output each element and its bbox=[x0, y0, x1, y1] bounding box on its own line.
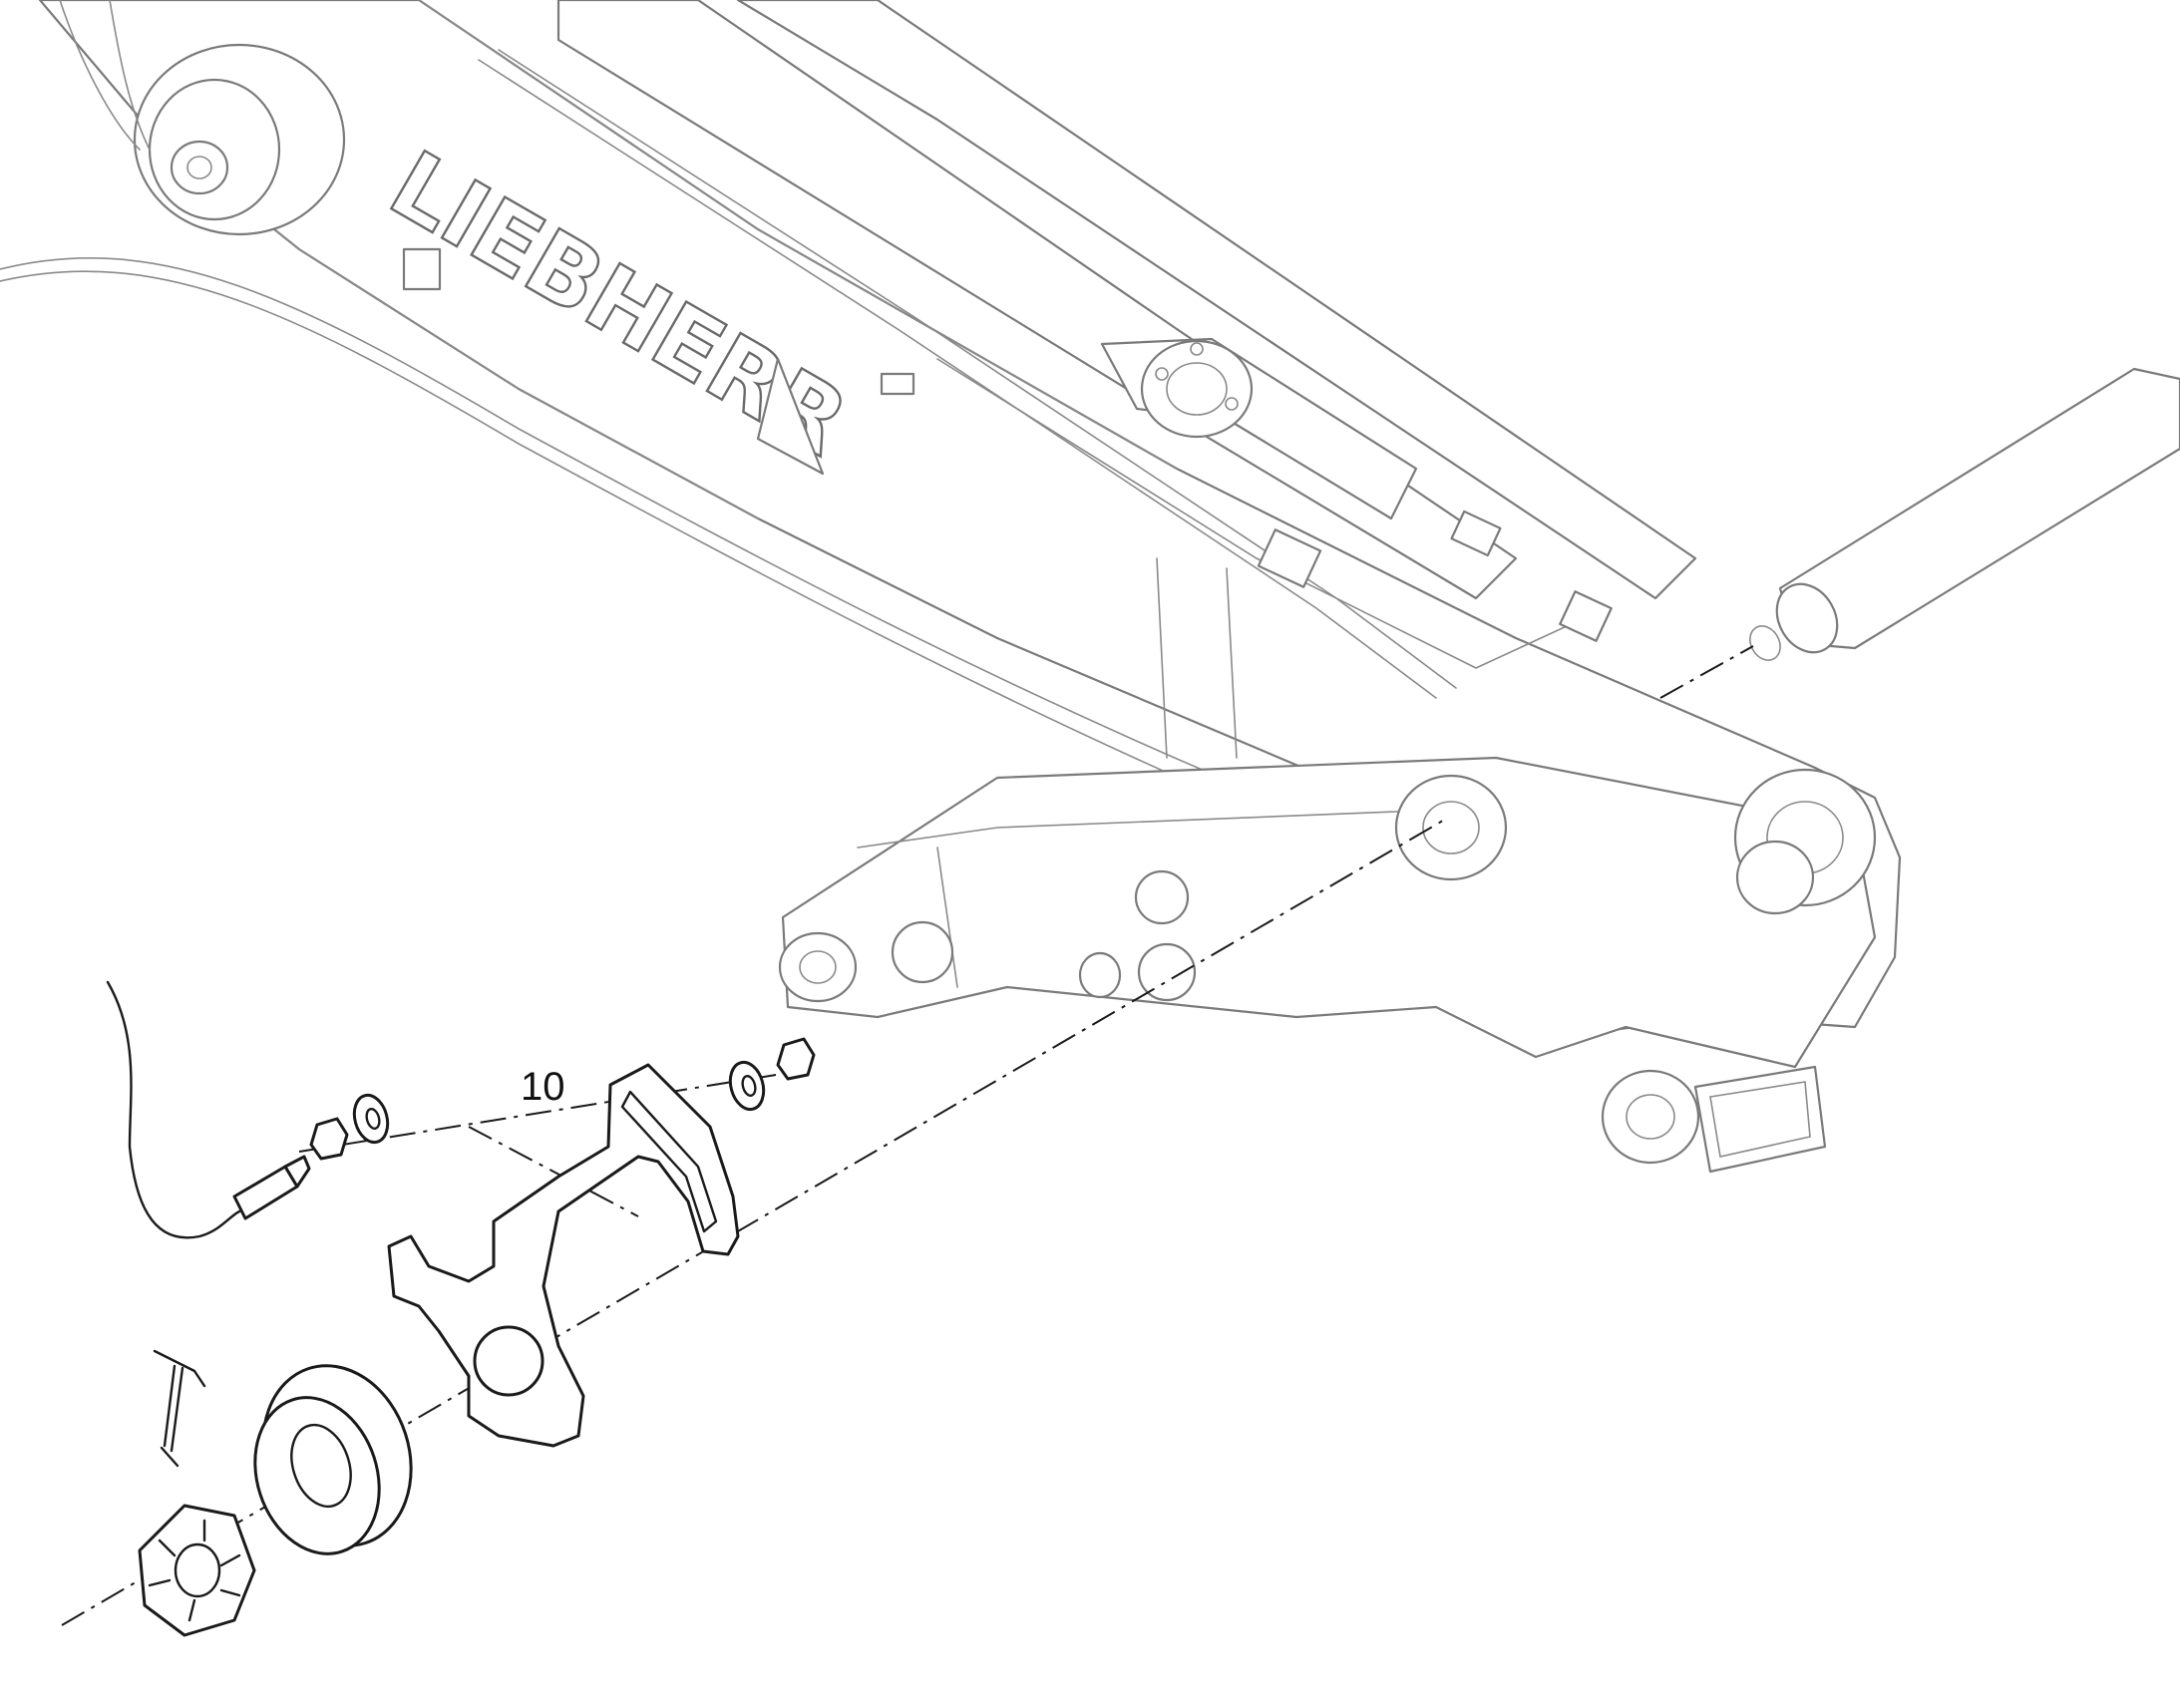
flange-bolt bbox=[1225, 397, 1239, 411]
castle-nut[interactable] bbox=[138, 1504, 256, 1637]
assembly-axis-main bbox=[61, 817, 1449, 1626]
assembly-axis-bracket bbox=[468, 1126, 639, 1217]
sensor-cable bbox=[106, 980, 241, 1239]
boom-pin-tip bbox=[1749, 625, 1781, 661]
callout-10: 10 bbox=[521, 1065, 565, 1109]
spacer-ring-front bbox=[253, 1396, 381, 1555]
highlighted-parts bbox=[106, 980, 816, 1637]
pin-boss-inner bbox=[1422, 801, 1480, 854]
linkage-collar bbox=[1735, 840, 1815, 915]
hydraulic-cylinder-tube bbox=[736, 0, 1697, 600]
cable-run bbox=[498, 49, 1457, 689]
stick-edge-line bbox=[857, 807, 1497, 849]
cable-bracket bbox=[880, 372, 915, 396]
washer-small[interactable] bbox=[349, 1092, 392, 1147]
washer-small-hole bbox=[365, 1108, 381, 1130]
castle-nut-slots bbox=[148, 1519, 241, 1622]
bracket-mount-hole bbox=[473, 1325, 545, 1397]
cable-bracket bbox=[1257, 528, 1322, 588]
proximity-sensor[interactable] bbox=[232, 1165, 299, 1220]
flange-bolt bbox=[1190, 342, 1204, 356]
grab-handle bbox=[1693, 1065, 1827, 1174]
hose-line bbox=[59, 0, 141, 151]
hose-line bbox=[0, 270, 1307, 835]
pin-boss-inner bbox=[799, 950, 837, 984]
cable-bracket bbox=[1450, 510, 1502, 557]
washer-small-hole bbox=[741, 1075, 757, 1097]
castle-nut-bore bbox=[174, 1542, 221, 1598]
cylinder-flange-inner bbox=[1166, 362, 1228, 416]
split-pin[interactable] bbox=[153, 1349, 206, 1468]
boom-assembly: LIEBHERR bbox=[0, 0, 2180, 1174]
stick-edge-line bbox=[936, 847, 958, 988]
pivot-pin bbox=[170, 140, 229, 195]
pin-boss bbox=[1601, 1069, 1700, 1165]
cable-bracket bbox=[402, 247, 442, 291]
washer-small[interactable] bbox=[725, 1059, 768, 1114]
boom-pin-end bbox=[1775, 582, 1839, 654]
pivot-pin-center bbox=[186, 156, 212, 179]
pin-boss bbox=[1394, 774, 1508, 881]
cable-run bbox=[478, 59, 1437, 699]
pin-boss bbox=[1078, 951, 1122, 999]
flange-bolt bbox=[1155, 367, 1169, 381]
stick-edge-line bbox=[1156, 557, 1168, 759]
pin-boss-inner bbox=[1626, 1094, 1675, 1140]
bracket-slot bbox=[620, 1090, 718, 1233]
stick-arm bbox=[781, 756, 1877, 1069]
sensor-bracket-10[interactable] bbox=[387, 1063, 740, 1448]
cable-bracket bbox=[1559, 590, 1613, 642]
spacer-ring-bore bbox=[290, 1423, 352, 1509]
hose-line bbox=[109, 0, 151, 151]
pin-boss bbox=[778, 931, 858, 1003]
boom-pin bbox=[1778, 367, 2180, 650]
pin-boss bbox=[1137, 942, 1197, 1002]
sensor-tip bbox=[283, 1155, 311, 1189]
stick-edge-line bbox=[1226, 567, 1238, 759]
hex-nut-small[interactable] bbox=[776, 1037, 816, 1081]
cable-run bbox=[936, 358, 1607, 669]
assembly-axis-pin bbox=[1659, 645, 1754, 699]
grab-handle-inner bbox=[1709, 1081, 1811, 1158]
hex-nut-small[interactable] bbox=[309, 1117, 349, 1161]
boom-edge-line bbox=[418, 0, 1178, 470]
logo-emblem bbox=[756, 357, 825, 476]
pin-boss bbox=[1134, 869, 1190, 925]
hose-line bbox=[0, 257, 1317, 819]
pin-boss bbox=[891, 920, 954, 984]
cylinder-flange bbox=[1140, 339, 1254, 439]
